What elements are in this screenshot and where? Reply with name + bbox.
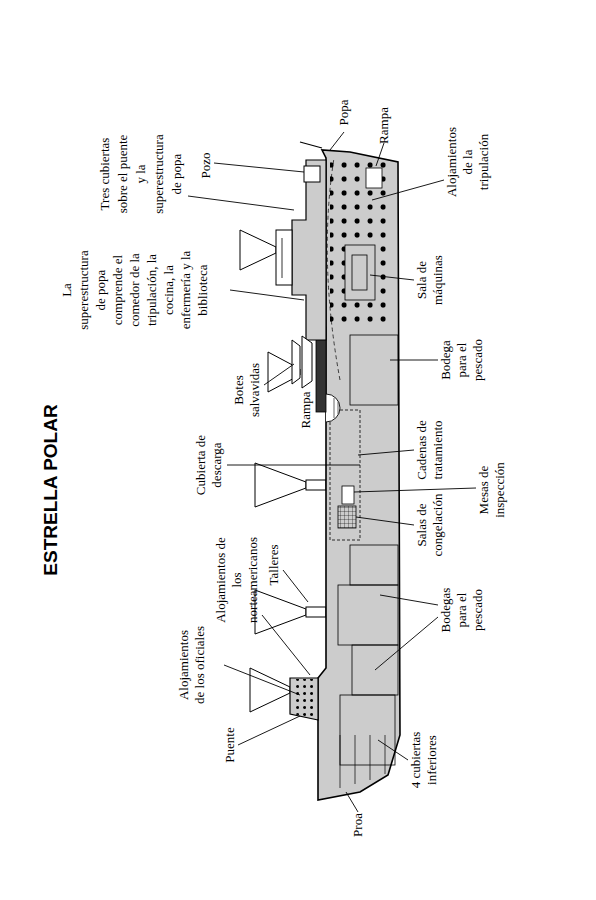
leader-line	[390, 360, 438, 361]
part-label: Popa	[336, 90, 352, 135]
cargo-boom	[250, 668, 290, 712]
part-label: Salas de congelación	[414, 493, 446, 557]
leader-line	[358, 450, 414, 455]
processing-line	[330, 410, 360, 540]
leader-line	[214, 163, 304, 172]
leader-line	[283, 570, 308, 602]
leader-line	[224, 665, 300, 695]
leader-line	[227, 465, 360, 466]
part-label: Rampa	[298, 390, 314, 430]
fish-hold	[338, 585, 398, 645]
engine-room	[345, 245, 375, 300]
part-label: Proa	[350, 805, 366, 845]
part-label: Alojamientos de los oficiales	[176, 626, 208, 704]
leader-line	[372, 180, 444, 200]
leader-line	[375, 617, 438, 670]
part-label: Puente	[222, 715, 238, 775]
leader-line	[238, 716, 300, 745]
mast-post	[306, 480, 326, 490]
mast-post	[306, 607, 326, 617]
leader-line	[264, 364, 294, 385]
stern-superstructure	[292, 160, 326, 340]
fish-hold	[350, 335, 398, 405]
part-label: Rampa	[376, 103, 392, 148]
leader-line	[378, 740, 408, 760]
part-label: Botes salvavidas	[231, 360, 263, 420]
upper-deckhouse	[276, 230, 292, 285]
ramp	[326, 394, 340, 422]
leader-line	[346, 792, 358, 812]
part-label: La superestructura de popa comprende el …	[58, 249, 211, 331]
leader-line	[380, 595, 438, 605]
part-label: Bodega para el pescado	[438, 335, 486, 385]
part-label: 4 cubiertas inferiores	[408, 729, 440, 791]
well	[304, 166, 320, 182]
porthole-rows	[330, 160, 386, 328]
part-label: Pozo	[198, 143, 214, 188]
part-label: Cubierta de descarga	[193, 433, 225, 497]
stern-pole	[300, 142, 322, 148]
fish-hold	[350, 545, 398, 585]
part-label: Talleres	[266, 530, 282, 600]
engine-block	[352, 255, 367, 290]
inspection-table	[342, 486, 354, 504]
leader-line	[370, 275, 414, 280]
cargo-boom	[255, 463, 306, 507]
lifeboat	[302, 336, 312, 388]
stern-ramp	[366, 168, 382, 188]
ship-hull	[318, 150, 400, 800]
bridge-structure	[290, 678, 318, 720]
part-label: Alojamientos de la tripulación	[444, 123, 492, 201]
deckhouse-windows	[282, 238, 283, 278]
part-label: Tres cubiertas sobre el puente y la supe…	[96, 132, 186, 216]
leader-line	[356, 517, 414, 525]
leader-line	[188, 196, 294, 210]
ramp-hatch	[334, 398, 338, 418]
diagram-title: ESTRELLA POLAR	[40, 380, 62, 600]
part-label: Mesas de inspección	[476, 460, 508, 520]
lower-deck-line	[340, 735, 385, 788]
cargo-boom	[240, 230, 276, 270]
leader-line	[230, 290, 304, 300]
cargo-boom	[255, 590, 306, 634]
part-label: Bodegas para el pescado	[438, 585, 486, 635]
leader-line	[262, 615, 310, 675]
leader-line	[354, 488, 476, 492]
fish-hold	[340, 695, 395, 765]
part-label: Sala de máquinas	[414, 252, 446, 308]
bridge-windows	[292, 679, 316, 718]
lifeboat	[292, 340, 300, 384]
part-label: Cadenas de tratamiento	[414, 418, 446, 482]
leader-line	[330, 132, 344, 150]
leader-line	[376, 143, 384, 166]
part-label: Alojamientos de los norteamericanos	[213, 534, 261, 626]
freezing-room	[338, 506, 356, 528]
